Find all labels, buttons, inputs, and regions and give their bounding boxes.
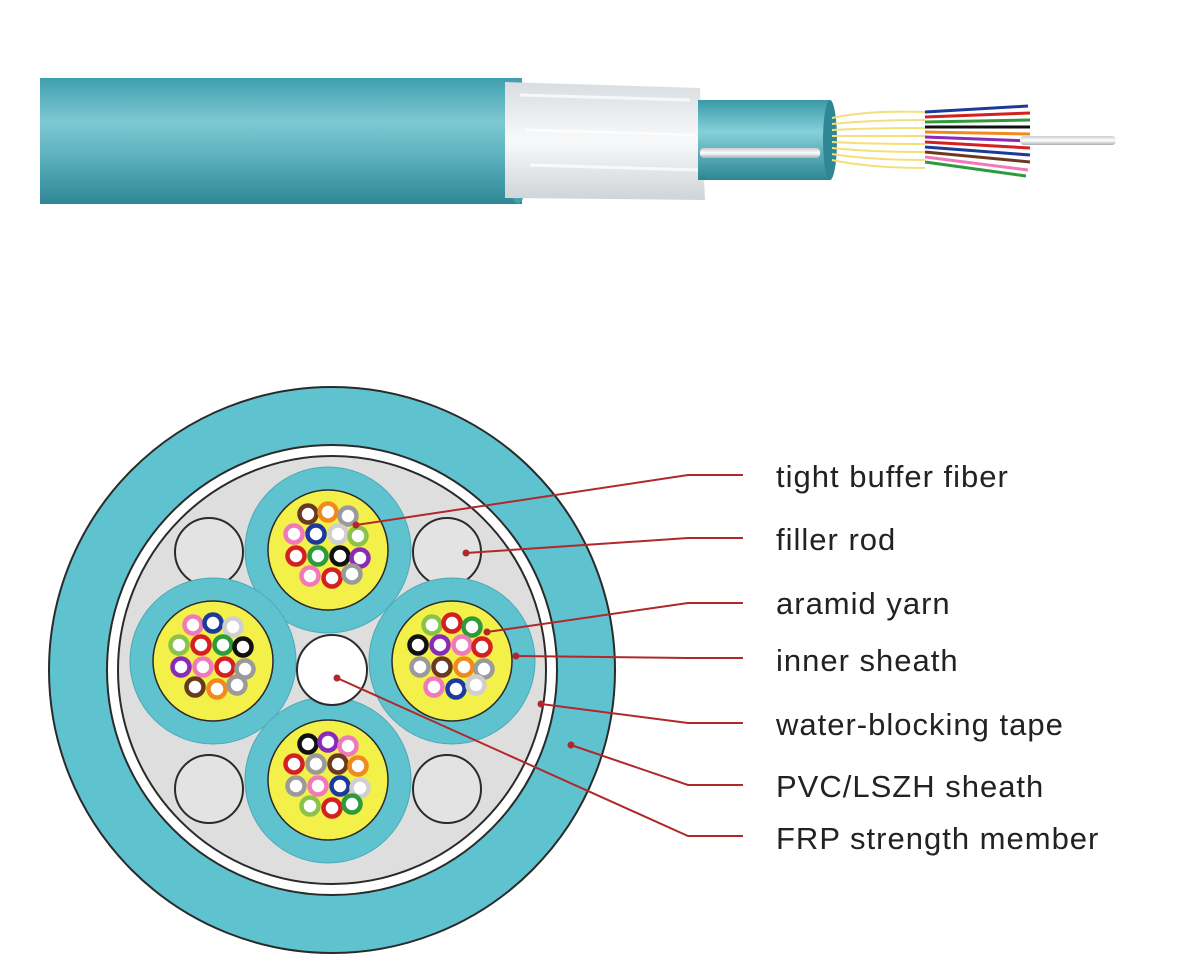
tight-buffer-fiber-3-9 [431,656,453,678]
frp-strength-member [296,634,368,706]
tight-buffer-fiber-4-2 [317,731,339,753]
tight-buffer-fiber-3-7 [471,636,493,658]
outer-jacket [40,78,522,204]
tight-buffer-fiber-2-7 [232,636,254,658]
tight-buffer-fiber-2-8 [170,656,192,678]
tight-buffer-fiber-1-11 [349,547,371,569]
tight-buffer-fiber-3-6 [451,634,473,656]
leader-aramid-yarn [486,602,743,633]
tight-buffer-fiber-3-10 [453,656,475,678]
tight-buffer-fiber-4-5 [305,753,327,775]
leader-dots [333,521,575,749]
tight-buffer-fiber-2-13 [206,678,228,700]
tight-buffer-fiber-3-12 [423,676,445,698]
filler-rod-4 [412,754,482,824]
tight-buffer-fiber-4-12 [299,795,321,817]
tight-buffer-fiber-3-14 [465,674,487,696]
tight-buffer-fiber-4-10 [329,775,351,797]
tight-buffer-fiber-2-10 [214,656,236,678]
tight-buffer-fiber-4-13 [321,797,343,819]
tight-buffer-fiber-3-4 [407,634,429,656]
leader-pvc-lszh-sheath [570,744,743,786]
tight-buffer-fiber-2-1 [182,614,204,636]
tight-buffer-fiber-3-2 [441,612,463,634]
tight-buffer-fiber-4-4 [283,753,305,775]
tight-buffer-fiber-1-7 [347,525,369,547]
inner-sheath-segment [698,100,830,180]
tight-buffer-fiber-4-7 [347,755,369,777]
tight-buffer-fiber-2-4 [168,634,190,656]
tight-buffer-fiber-4-14 [341,793,363,815]
label-tight-buffer-fiber: tight buffer fiber [776,459,1009,494]
tight-buffer-fiber-3-8 [409,656,431,678]
tight-buffer-fiber-2-3 [222,616,244,638]
tight-buffer-fiber-1-8 [285,545,307,567]
tight-buffer-fiber-4-1 [297,733,319,755]
tight-buffer-fiber-2-2 [202,612,224,634]
leader-frp-strength-member [336,677,743,837]
tight-buffer-fiber-1-3 [337,505,359,527]
label-filler-rod: filler rod [776,522,896,557]
leader-water-blocking-tape [540,703,743,724]
tight-buffer-fiber-4-9 [307,775,329,797]
subunit-4 [244,696,412,864]
tight-buffer-fiber-2-11 [234,658,256,680]
tight-buffer-fiber-1-10 [329,545,351,567]
aramid-yarn-bundle [831,110,926,169]
filler-rod-3 [174,754,244,824]
tight-buffer-fiber-1-4 [283,523,305,545]
filler-rod-1 [174,517,244,587]
label-aramid-yarn: aramid yarn [776,586,951,621]
tight-buffer-fiber-3-5 [429,634,451,656]
tight-buffer-fiber-2-14 [226,674,248,696]
tight-buffer-fiber-1-6 [327,523,349,545]
tight-buffer-fiber-2-6 [212,634,234,656]
leader-filler-rod [465,537,743,554]
tight-buffer-fiber-2-9 [192,656,214,678]
label-frp-strength-member: FRP strength member [776,821,1099,856]
frp-strength-member-rod [1020,136,1116,145]
water-blocking-tape-wrap [505,82,705,200]
tight-buffer-fiber-1-14 [341,563,363,585]
cable-side-view [40,78,1116,204]
label-water-blocking-tape: water-blocking tape [775,707,1064,742]
filler-rods [174,517,482,824]
tight-buffer-fiber-bundle [924,104,1031,178]
tight-buffer-fiber-3-13 [445,678,467,700]
tight-buffer-fiber-2-12 [184,676,206,698]
leader-inner-sheath [515,655,743,659]
tight-buffer-fiber-1-13 [321,567,343,589]
tight-buffer-fiber-3-1 [421,614,443,636]
tight-buffer-fiber-4-6 [327,753,349,775]
tight-buffer-fiber-1-1 [297,503,319,525]
cable-cross-section [48,386,616,954]
filler-rod-segment [700,148,820,158]
label-pvc-lszh-sheath: PVC/LSZH sheath [776,769,1044,804]
tight-buffer-fiber-3-3 [461,616,483,638]
tight-buffer-fiber-1-5 [305,523,327,545]
tight-buffer-fiber-4-3 [337,735,359,757]
leader-tight-buffer-fiber [355,474,743,526]
tight-buffer-fiber-1-9 [307,545,329,567]
subunit-1 [244,466,412,634]
tight-buffer-fiber-4-8 [285,775,307,797]
subunit-2 [129,577,297,745]
leader-lines [336,474,743,837]
tight-buffer-fiber-4-11 [349,777,371,799]
tight-buffer-fiber-2-5 [190,634,212,656]
tight-buffer-fiber-1-2 [317,501,339,523]
tight-buffer-fiber-3-11 [473,658,495,680]
label-inner-sheath: inner sheath [776,643,959,678]
component-labels: tight buffer fiber filler rod aramid yar… [775,459,1099,856]
tight-buffer-fiber-1-12 [299,565,321,587]
subunits [129,466,536,864]
subunit-3 [368,577,536,745]
